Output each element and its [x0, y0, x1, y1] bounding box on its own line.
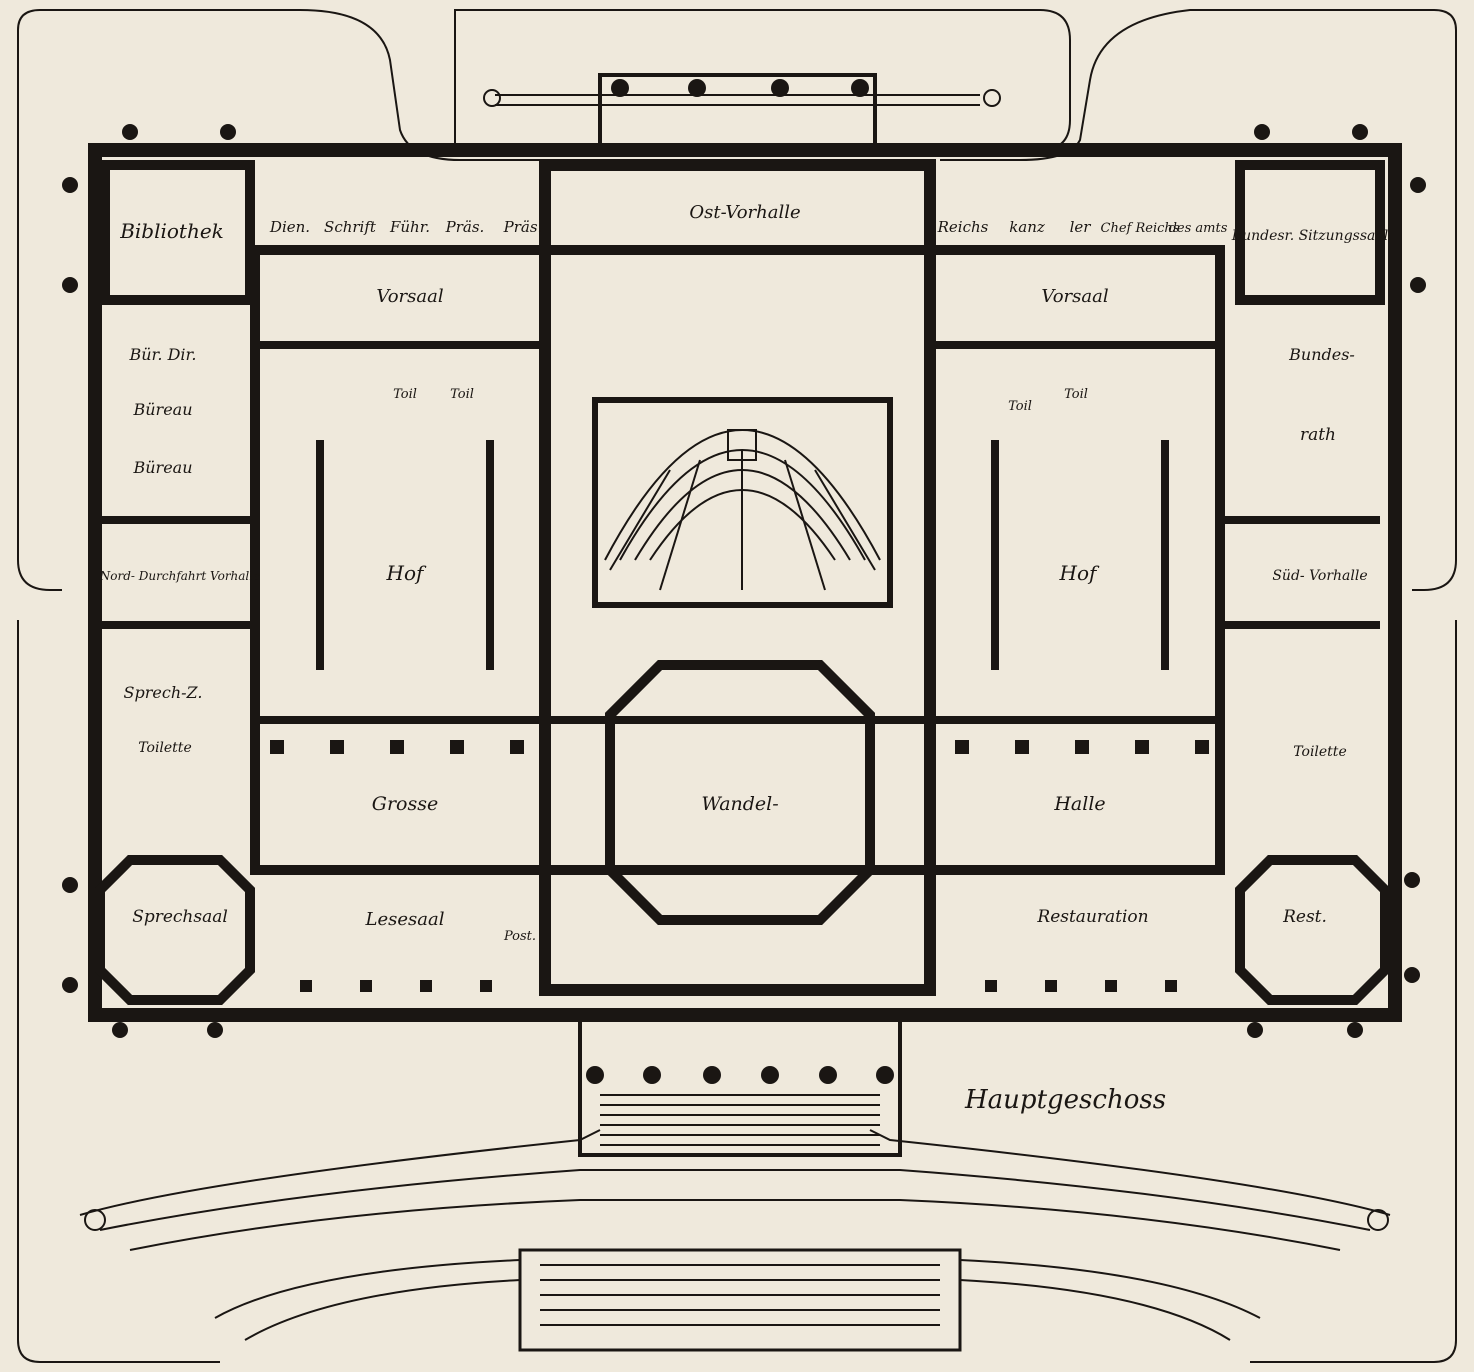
room-label-bureau-1: Büreau: [132, 400, 192, 419]
front-stairs: [540, 1094, 940, 1326]
room-label-praes-2: Präs.: [503, 218, 543, 236]
room-label-grosse: Grosse: [372, 793, 438, 815]
room-label-sued-vorhalle: Süd- Vorhalle: [1272, 568, 1367, 584]
room-label-toilette-right: Toilette: [1293, 744, 1346, 760]
room-label-sprech-z: Sprech-Z.: [124, 683, 203, 702]
room-label-wandel: Wandel-: [701, 793, 778, 815]
columns: [62, 79, 1426, 1084]
room-label-toil-4: Toil: [1064, 387, 1088, 402]
room-label-hof-left: Hof: [386, 561, 427, 585]
room-labels: Bibliothek Dien. Schrift Führ. Präs. Prä…: [99, 202, 1388, 944]
room-label-praes-1: Präs.: [445, 218, 485, 236]
room-label-restauration: Restauration: [1036, 907, 1148, 927]
room-label-sprechsaal: Sprechsaal: [132, 907, 228, 927]
plan-title: Hauptgeschoss: [964, 1085, 1166, 1115]
room-label-toilette-left: Toilette: [138, 740, 191, 756]
room-label-toil-1: Toil: [393, 387, 417, 402]
room-label-vorsaal-left: Vorsaal: [376, 286, 443, 307]
building-walls: [88, 73, 1402, 1352]
room-label-nord-durchfahrt-vorhalle: Nord- Durchfahrt Vorhalle: [99, 569, 260, 583]
room-label-des-amts: des amts: [1169, 221, 1228, 236]
room-label-vorsaal-right: Vorsaal: [1041, 286, 1108, 307]
room-label-schrift: Schrift: [324, 218, 377, 236]
room-label-reichs: Reichs: [937, 218, 989, 236]
room-label-toil-3: Toil: [1008, 399, 1032, 414]
room-label-rest: Rest.: [1282, 907, 1327, 927]
room-label-chef-reichs: Chef Reichs: [1101, 221, 1180, 236]
room-label-buer-dir: Bür. Dir.: [128, 345, 196, 364]
room-label-lesesaal: Lesesaal: [365, 909, 445, 930]
room-label-dien: Dien.: [269, 218, 310, 236]
room-label-bibliothek: Bibliothek: [119, 219, 224, 243]
room-label-bundesr-sitzungssaal: Bundesr. Sitzungssaal: [1231, 228, 1388, 244]
room-label-halle: Halle: [1053, 793, 1105, 815]
plenary-hall-seating: [604, 429, 881, 591]
room-label-fuehr: Führ.: [389, 218, 430, 236]
site-paths: [17, 9, 1457, 1363]
room-label-rath: rath: [1300, 425, 1336, 445]
room-label-ler: ler: [1070, 218, 1092, 236]
room-label-bundes: Bundes-: [1288, 345, 1355, 364]
room-label-ost-vorhalle: Ost-Vorhalle: [689, 202, 800, 223]
room-label-bureau-2: Büreau: [132, 458, 192, 477]
room-label-hof-right: Hof: [1059, 561, 1100, 585]
room-label-post: Post.: [503, 929, 536, 944]
room-label-kanz: kanz: [1009, 218, 1045, 236]
room-label-toil-2: Toil: [450, 387, 474, 402]
